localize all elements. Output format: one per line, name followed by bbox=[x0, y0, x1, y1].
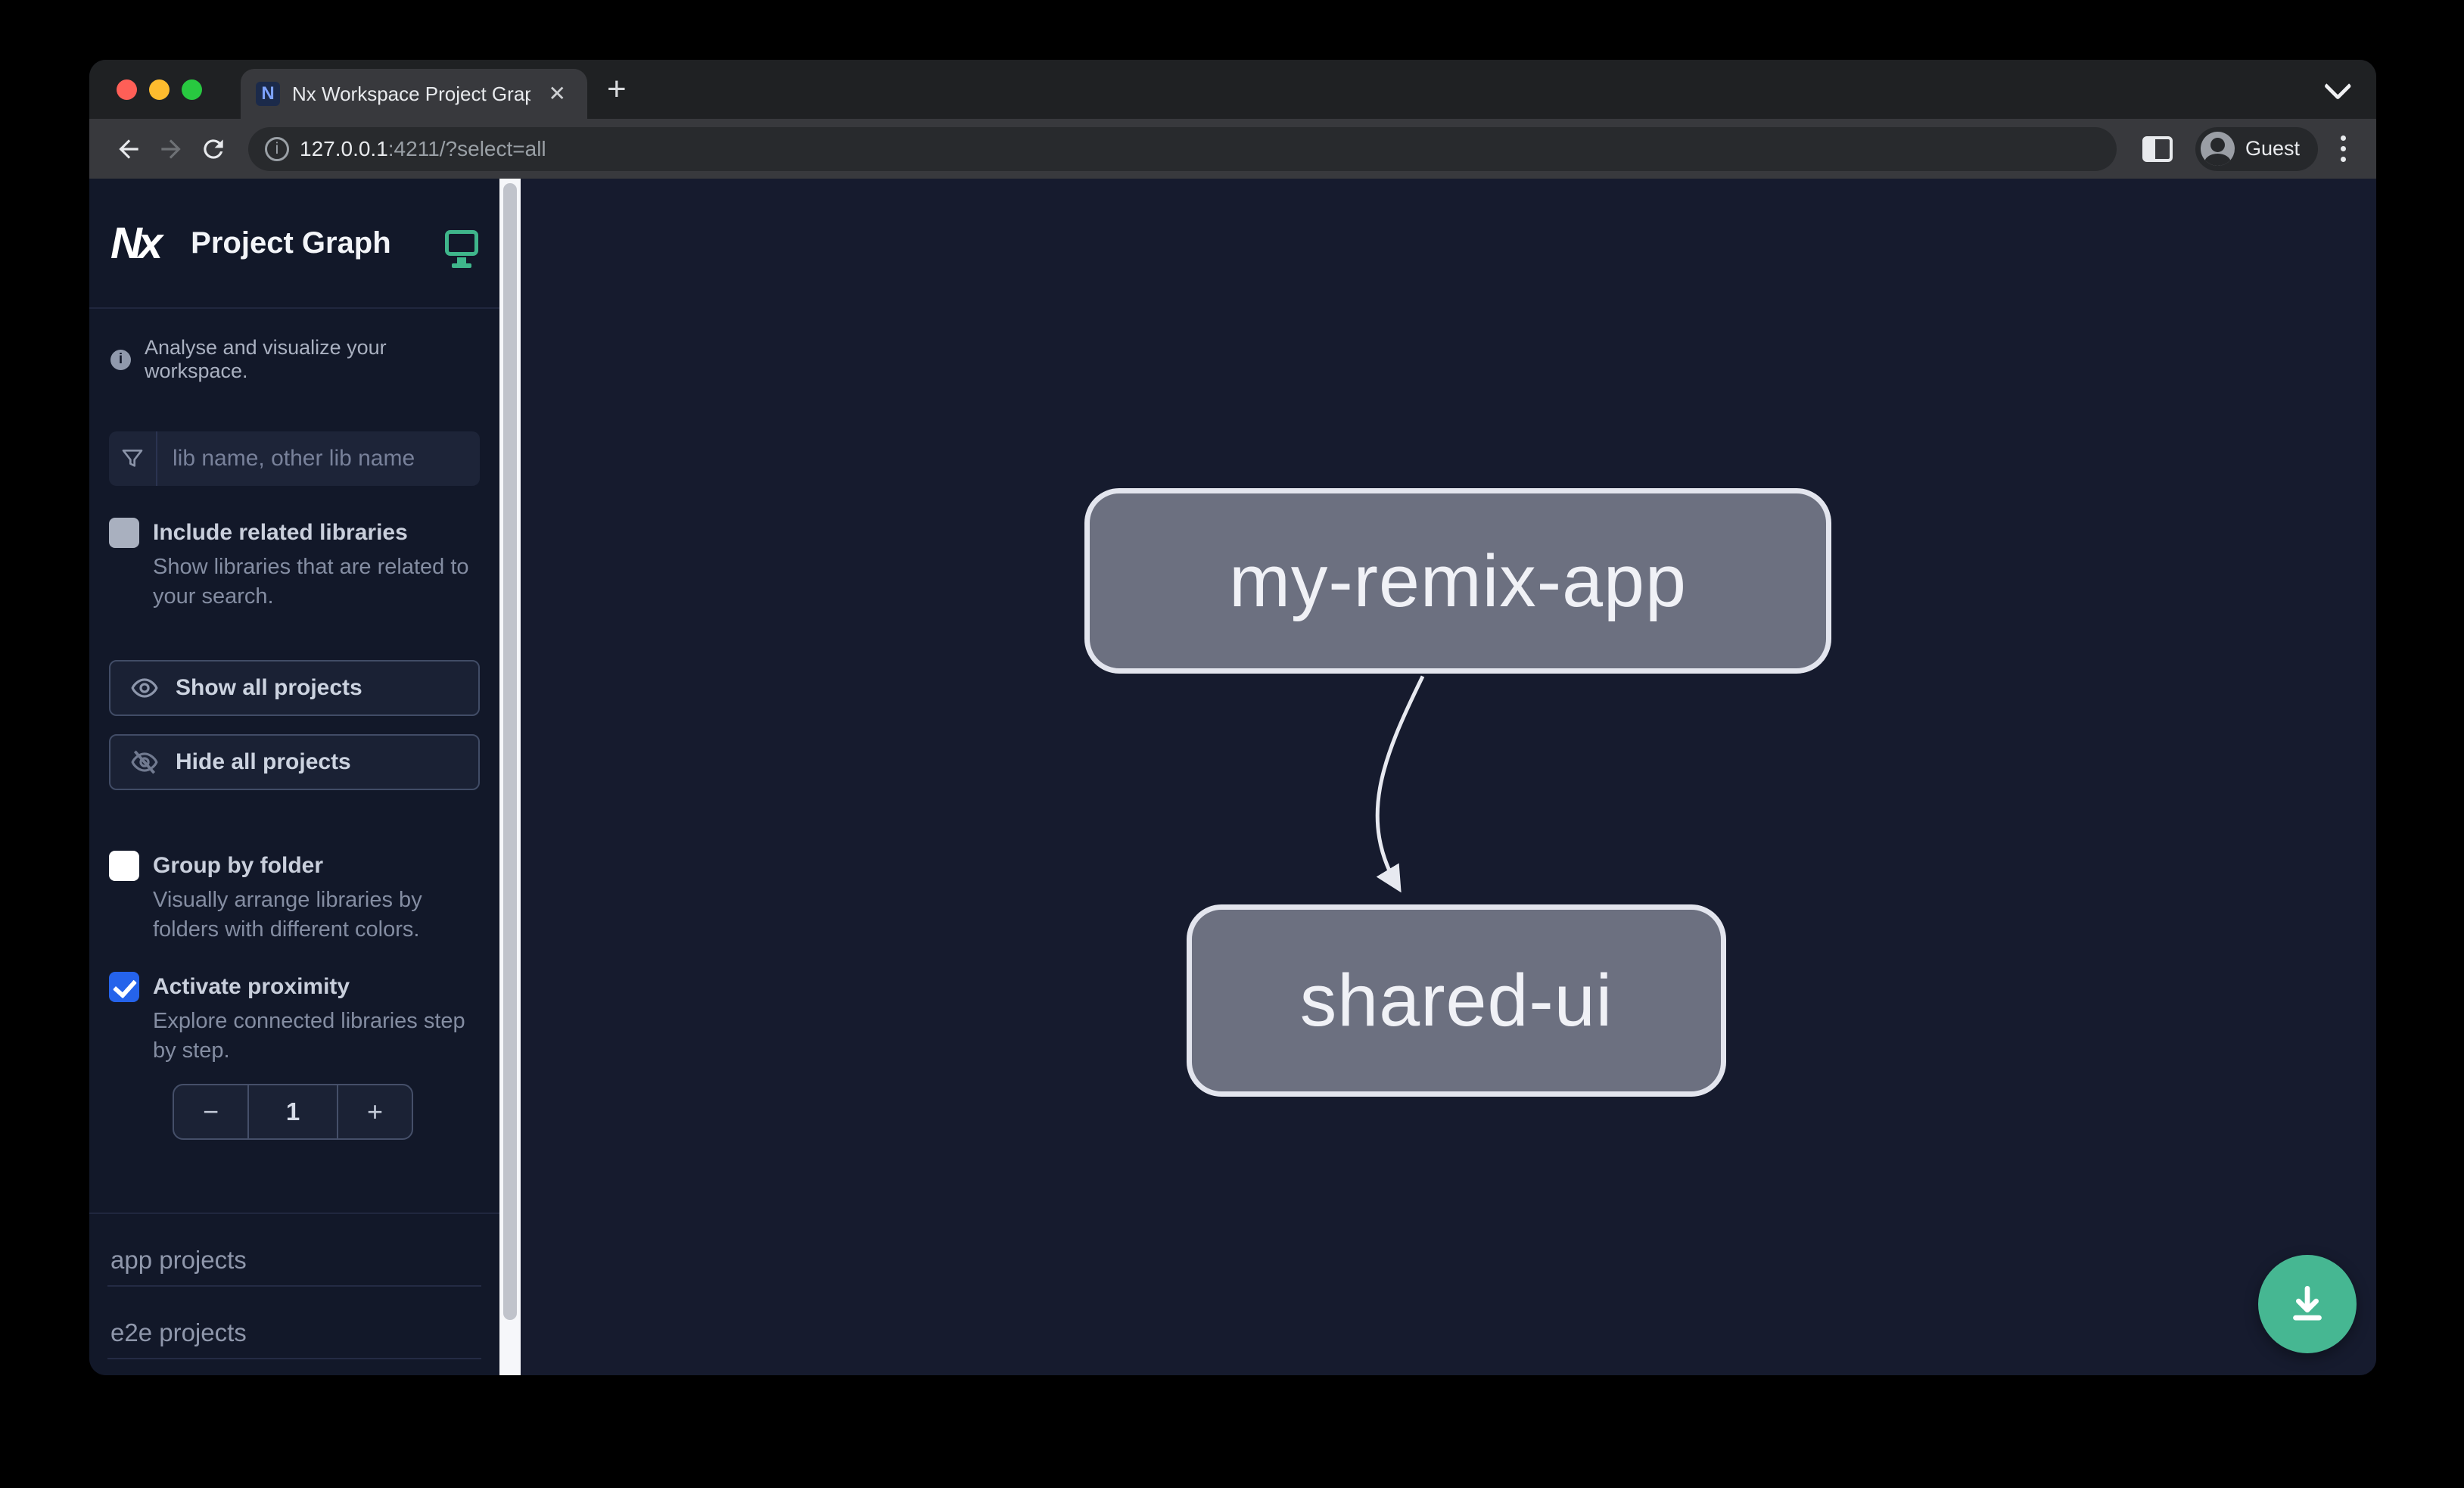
download-graph-button[interactable] bbox=[2258, 1255, 2357, 1353]
tab-search-button[interactable] bbox=[2323, 60, 2352, 119]
option-include-related[interactable]: Include related libraries Show libraries… bbox=[109, 516, 480, 612]
forward-icon bbox=[161, 139, 181, 159]
profile-label: Guest bbox=[2245, 137, 2300, 160]
workspace-tagline: Analyse and visualize your workspace. bbox=[145, 336, 387, 382]
browser-menu-button[interactable] bbox=[2329, 135, 2358, 162]
scrollbar-thumb[interactable] bbox=[503, 183, 517, 1320]
show-all-projects-button[interactable]: Show all projects bbox=[109, 660, 480, 716]
sidebar: Nx Project Graph i Analyse and visualize… bbox=[89, 179, 499, 1375]
page-content: Nx Project Graph i Analyse and visualize… bbox=[89, 179, 2376, 1375]
site-info-icon[interactable]: i bbox=[265, 136, 289, 161]
search-input[interactable] bbox=[157, 446, 480, 472]
browser-toolbar: i 127.0.0.1:4211/?select=all Guest bbox=[89, 119, 2376, 179]
reload-icon bbox=[204, 139, 223, 159]
download-icon bbox=[2293, 1285, 2322, 1321]
side-panel-icon[interactable] bbox=[2142, 135, 2173, 162]
page-title: Project Graph bbox=[191, 226, 391, 260]
workspace-tagline-row: i Analyse and visualize your workspace. bbox=[110, 336, 478, 383]
option-group-by-folder[interactable]: Group by folder Visually arrange librari… bbox=[109, 849, 480, 945]
eye-icon bbox=[131, 678, 158, 698]
hide-all-projects-button[interactable]: Hide all projects bbox=[109, 734, 480, 790]
sidebar-header: Nx Project Graph bbox=[89, 179, 499, 309]
eye-off-icon bbox=[131, 750, 158, 774]
monitor-icon[interactable] bbox=[445, 230, 478, 268]
graph-node-my-remix-app[interactable]: my-remix-app bbox=[1084, 488, 1831, 674]
project-sections: app projects e2e projects bbox=[89, 1213, 499, 1375]
library-filter bbox=[109, 431, 480, 486]
graph-node-shared-ui[interactable]: shared-ui bbox=[1187, 904, 1726, 1097]
proximity-value: 1 bbox=[247, 1085, 338, 1138]
reload-button[interactable] bbox=[192, 128, 235, 170]
traffic-light-close-button[interactable] bbox=[117, 79, 137, 100]
browser-window: N Nx Workspace Project Graph ✕ + i 127.0… bbox=[89, 60, 2376, 1375]
tab-title: Nx Workspace Project Graph bbox=[292, 82, 530, 105]
info-icon: i bbox=[110, 349, 131, 370]
traffic-light-zoom-button[interactable] bbox=[182, 79, 202, 100]
window-controls bbox=[117, 60, 202, 119]
avatar-icon bbox=[2200, 132, 2235, 166]
browser-tab[interactable]: N Nx Workspace Project Graph ✕ bbox=[241, 69, 587, 119]
back-icon bbox=[119, 139, 138, 159]
proximity-stepper: − 1 + bbox=[173, 1084, 413, 1140]
sidebar-scrollbar[interactable] bbox=[499, 179, 521, 1375]
section-app-projects[interactable]: app projects bbox=[107, 1214, 481, 1287]
profile-button[interactable]: Guest bbox=[2195, 126, 2318, 171]
dependency-edge bbox=[1375, 675, 1425, 893]
back-button[interactable] bbox=[107, 128, 150, 170]
option-activate-proximity[interactable]: Activate proximity Explore connected lib… bbox=[109, 970, 480, 1066]
group-by-folder-checkbox[interactable] bbox=[109, 851, 139, 881]
decrement-button[interactable]: − bbox=[202, 1096, 219, 1127]
new-tab-button[interactable]: + bbox=[607, 70, 627, 107]
traffic-light-minimize-button[interactable] bbox=[149, 79, 170, 100]
activate-proximity-checkbox[interactable] bbox=[109, 972, 139, 1002]
include-related-checkbox[interactable] bbox=[109, 518, 139, 548]
increment-button[interactable]: + bbox=[366, 1096, 384, 1127]
project-graph-canvas[interactable]: my-remix-app shared-ui bbox=[521, 179, 2376, 1375]
address-bar[interactable]: i 127.0.0.1:4211/?select=all bbox=[248, 126, 2117, 171]
url-text[interactable]: 127.0.0.1:4211/?select=all bbox=[300, 136, 546, 160]
tab-strip: N Nx Workspace Project Graph ✕ + bbox=[89, 60, 2376, 119]
chevron-down-icon bbox=[2323, 72, 2352, 101]
forward-button[interactable] bbox=[150, 128, 192, 170]
tab-close-icon[interactable]: ✕ bbox=[548, 82, 566, 105]
nx-favicon-icon: N bbox=[256, 82, 280, 106]
section-e2e-projects[interactable]: e2e projects bbox=[107, 1287, 481, 1359]
nx-logo: Nx bbox=[110, 218, 163, 268]
filter-icon bbox=[109, 431, 157, 486]
